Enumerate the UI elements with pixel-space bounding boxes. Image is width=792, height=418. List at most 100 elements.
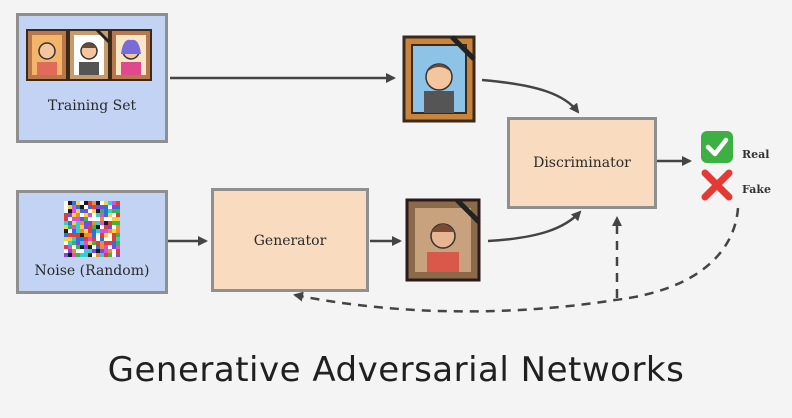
noise-pixel <box>108 209 112 213</box>
feedback-dashed-path <box>293 207 740 313</box>
noise-pixel <box>116 213 120 217</box>
noise-pixel <box>76 241 80 245</box>
noise-pixel <box>92 233 96 237</box>
noise-pixel <box>68 253 72 257</box>
noise-pixel <box>80 245 84 249</box>
noise-pixel <box>72 233 76 237</box>
noise-pixel <box>92 217 96 221</box>
generator-box: Generator <box>211 188 369 292</box>
noise-pixel <box>116 205 120 209</box>
noise-pixel <box>116 241 120 245</box>
noise-pixel <box>84 245 88 249</box>
noise-pixel <box>84 249 88 253</box>
noise-pixel <box>112 225 116 229</box>
noise-pixel <box>68 205 72 209</box>
arrow-real-image-to-discriminator <box>481 78 580 114</box>
noise-pixel <box>88 233 92 237</box>
noise-pixel <box>96 241 100 245</box>
noise-pixel <box>96 209 100 213</box>
noise-pixel <box>80 253 84 257</box>
noise-box: Noise (Random) <box>16 190 168 294</box>
noise-pixel <box>108 205 112 209</box>
noise-pixel <box>80 209 84 213</box>
noise-pixel <box>64 201 68 205</box>
noise-pixel <box>76 213 80 217</box>
noise-pixel <box>116 201 120 205</box>
noise-pixel <box>92 237 96 241</box>
noise-pixel <box>72 217 76 221</box>
noise-pixel <box>68 213 72 217</box>
noise-pixel <box>68 229 72 233</box>
noise-pixel <box>80 205 84 209</box>
noise-pixel <box>92 245 96 249</box>
noise-pixel <box>68 241 72 245</box>
real-image-icon <box>402 35 476 123</box>
noise-pixel <box>92 201 96 205</box>
noise-pixel <box>104 205 108 209</box>
noise-pixel <box>88 201 92 205</box>
training-set-box: Training Set <box>16 13 168 143</box>
noise-pixel <box>68 245 72 249</box>
noise-pixel <box>68 225 72 229</box>
noise-pixel <box>100 237 104 241</box>
noise-pixel <box>104 213 108 217</box>
noise-pixel <box>100 253 104 257</box>
noise-pixel <box>92 253 96 257</box>
noise-pixel <box>108 237 112 241</box>
noise-pixel <box>76 221 80 225</box>
noise-pixel <box>76 229 80 233</box>
noise-pixel <box>88 225 92 229</box>
noise-pixel <box>72 237 76 241</box>
noise-pixel <box>96 249 100 253</box>
noise-pixel <box>68 221 72 225</box>
noise-pixel <box>76 249 80 253</box>
noise-pixel <box>92 241 96 245</box>
noise-pixel <box>104 237 108 241</box>
noise-pixel <box>108 233 112 237</box>
noise-pixel <box>80 213 84 217</box>
noise-pixel <box>100 221 104 225</box>
noise-pixel <box>104 253 108 257</box>
noise-pixel <box>108 221 112 225</box>
noise-pixel <box>68 237 72 241</box>
noise-pixel <box>64 225 68 229</box>
noise-pixel <box>112 217 116 221</box>
noise-pixel <box>88 249 92 253</box>
noise-pixel <box>116 209 120 213</box>
noise-pixel <box>92 221 96 225</box>
noise-pixel <box>100 225 104 229</box>
noise-pixel <box>80 221 84 225</box>
noise-pixel <box>112 249 116 253</box>
noise-pixel <box>84 225 88 229</box>
noise-pixel <box>116 253 120 257</box>
noise-pixel <box>80 233 84 237</box>
noise-pixel <box>80 225 84 229</box>
noise-pixel <box>88 229 92 233</box>
noise-pixel <box>88 253 92 257</box>
noise-pixel <box>84 221 88 225</box>
noise-pixel <box>72 209 76 213</box>
noise-pixel <box>68 249 72 253</box>
noise-label: Noise (Random) <box>34 263 150 279</box>
noise-pixel <box>100 233 104 237</box>
noise-pixel <box>68 201 72 205</box>
noise-pixel <box>72 221 76 225</box>
noise-pixel <box>88 213 92 217</box>
noise-pixel <box>112 237 116 241</box>
noise-pixel <box>88 217 92 221</box>
noise-pixel <box>72 245 76 249</box>
cross-icon <box>701 169 733 201</box>
noise-pixel <box>84 201 88 205</box>
noise-pixel <box>100 217 104 221</box>
noise-pixel <box>104 221 108 225</box>
training-set-label: Training Set <box>47 98 137 114</box>
noise-pixel <box>112 233 116 237</box>
noise-pixel <box>64 213 68 217</box>
noise-pixel <box>104 249 108 253</box>
noise-pixel <box>76 253 80 257</box>
noise-pixel <box>104 209 108 213</box>
noise-pixel <box>76 217 80 221</box>
noise-pixel <box>72 201 76 205</box>
